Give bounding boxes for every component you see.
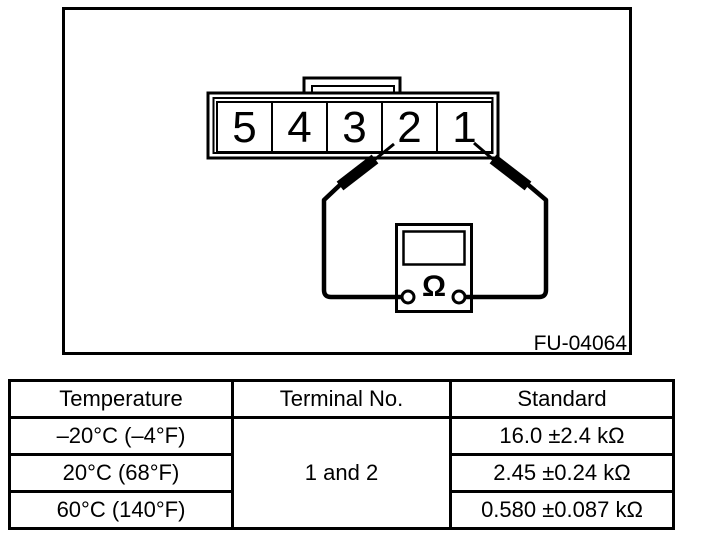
standard-cell: 2.45 ±0.24 kΩ bbox=[449, 453, 675, 493]
table-row: –20°C (–4°F) 1 and 2 16.0 ±2.4 kΩ bbox=[8, 416, 675, 530]
pin-1-label: 1 bbox=[452, 103, 476, 152]
pin-cavity-5 bbox=[216, 101, 273, 153]
table-header-row: Temperature Terminal No. Standard bbox=[8, 379, 675, 419]
pin-cavity-3 bbox=[326, 101, 383, 153]
temperature-cell: 20°C (68°F) bbox=[8, 453, 234, 493]
pin-cavity-1 bbox=[436, 101, 493, 153]
table-row: 20°C (68°F) 2.45 ±0.24 kΩ bbox=[8, 453, 675, 493]
probe-body-2 bbox=[336, 154, 379, 191]
temperature-cell: 60°C (140°F) bbox=[8, 490, 234, 530]
test-lead-terminal-1 bbox=[463, 141, 549, 300]
pin-5-label: 5 bbox=[232, 103, 256, 152]
pin-3-label: 3 bbox=[342, 103, 366, 152]
probe-wire-1 bbox=[463, 181, 549, 300]
connector-pins: 5 4 3 2 1 bbox=[216, 101, 493, 153]
measurement-diagram: 5 4 3 2 1 Ω FU-04064 bbox=[62, 7, 632, 355]
standard-cell: 0.580 ±0.087 kΩ bbox=[449, 490, 675, 530]
standard-cell: 16.0 ±2.4 kΩ bbox=[449, 416, 675, 456]
col-header-terminal-no: Terminal No. bbox=[231, 379, 452, 419]
pin-4-label: 4 bbox=[287, 103, 311, 152]
col-header-standard: Standard bbox=[449, 379, 675, 419]
resistance-spec-table: Temperature Terminal No. Standard –20°C … bbox=[8, 379, 675, 530]
figure-frame bbox=[62, 7, 632, 355]
ohm-symbol: Ω bbox=[422, 270, 446, 303]
figure-id-label: FU-04064 bbox=[534, 332, 628, 355]
probe-body-1 bbox=[489, 154, 532, 191]
test-lead-terminal-2 bbox=[321, 142, 404, 300]
table-row: 60°C (140°F) 0.580 ±0.087 kΩ bbox=[8, 490, 675, 530]
col-header-temperature: Temperature bbox=[8, 379, 234, 419]
ohmmeter-display bbox=[402, 230, 466, 266]
pin-2-label: 2 bbox=[397, 103, 421, 152]
ohmmeter bbox=[395, 223, 473, 313]
ohmmeter-jack-right bbox=[451, 289, 467, 305]
probe-tip-1 bbox=[473, 141, 496, 163]
terminal-no-cell: 1 and 2 bbox=[231, 416, 452, 530]
temperature-cell: –20°C (–4°F) bbox=[8, 416, 234, 456]
pin-cavity-4 bbox=[271, 101, 328, 153]
ohmmeter-jack-left bbox=[400, 289, 416, 305]
probe-tip-2 bbox=[372, 142, 395, 163]
probe-wire-2 bbox=[321, 181, 404, 300]
